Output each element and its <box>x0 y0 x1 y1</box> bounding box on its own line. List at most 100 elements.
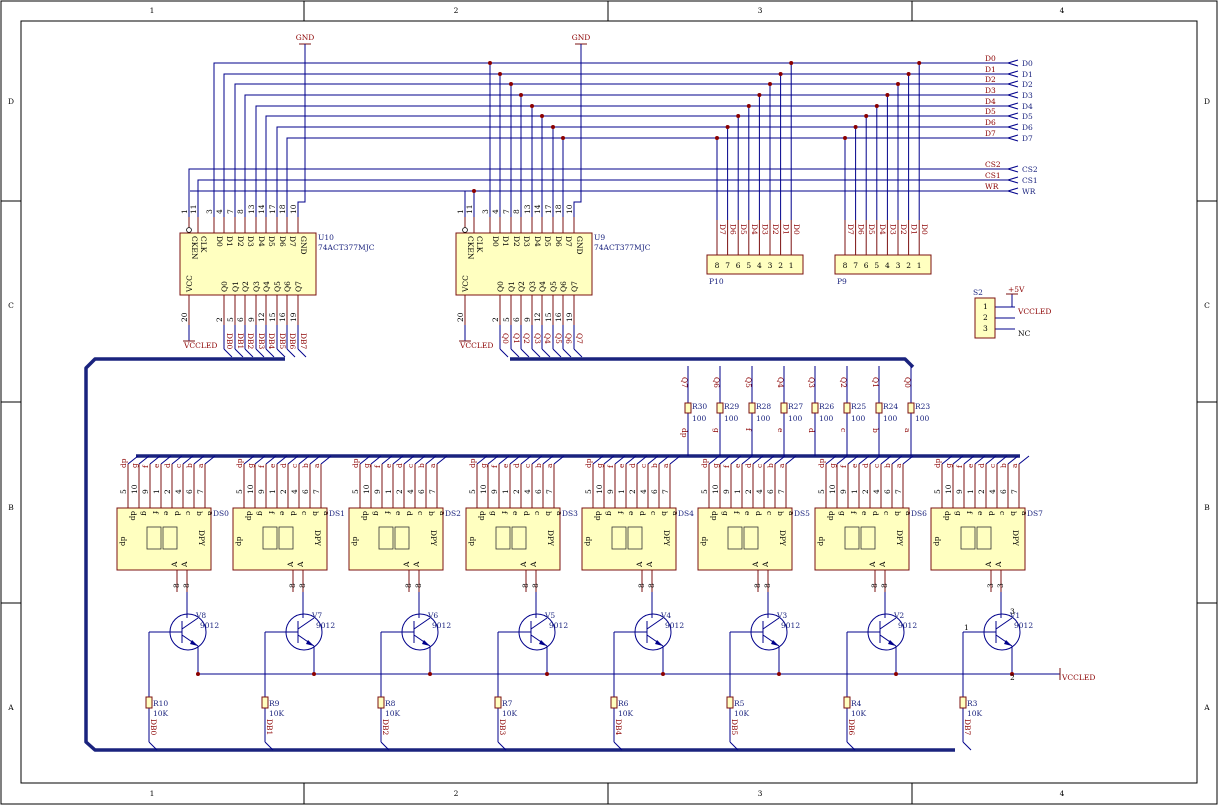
bus-entry <box>562 348 572 358</box>
bus-entry <box>287 455 299 465</box>
junction-dot <box>1010 672 1014 676</box>
pin-number: 1 <box>152 489 161 494</box>
pin-number: 7 <box>428 489 437 494</box>
pin-label: Q6 <box>559 281 568 292</box>
pin-label: D3 <box>246 236 255 247</box>
transistor-ref: V7 <box>311 611 322 620</box>
transistor-collector <box>995 617 1013 630</box>
resistor-net-label: Q7 <box>680 377 689 388</box>
pin-number: 10 <box>130 484 139 494</box>
transistor-collector <box>762 617 780 630</box>
display-net-label: b <box>185 463 194 468</box>
pin-label: Q6 <box>283 281 292 292</box>
base-resistor-ref: R9 <box>269 699 280 708</box>
display-pin-label: c <box>533 511 542 515</box>
pin-number: 1 <box>180 209 189 214</box>
display-ref: DS5 <box>794 509 810 518</box>
junction-dot <box>789 61 794 65</box>
pin-number: 5 <box>817 489 826 494</box>
display-pin-label: f <box>151 511 160 515</box>
display-net-label: dp <box>584 458 593 468</box>
pin-label: Q0 <box>220 281 229 292</box>
pin-number: 2 <box>628 489 637 494</box>
resistor-R10 <box>145 696 153 709</box>
display-net-label: f <box>955 464 964 468</box>
header-pin-number: 3 <box>896 261 901 270</box>
display-net-label: c <box>523 464 532 468</box>
bus-entry <box>719 455 731 465</box>
bus-entry <box>531 455 543 465</box>
bus-entry <box>592 455 604 465</box>
display-net-label: dp <box>235 458 244 468</box>
transistor-ref: V3 <box>776 611 787 620</box>
output-net-label: DB6 <box>288 333 297 350</box>
display-common-pin: 8 <box>298 583 307 588</box>
bus-net-label: D3 <box>985 86 996 95</box>
pin-label: Q4 <box>538 281 547 292</box>
header-net-label: D2 <box>899 224 908 235</box>
display-pin-label: d <box>871 511 880 516</box>
pin-number: 17 <box>268 204 277 214</box>
display-pin-label: b <box>893 511 902 516</box>
display-net-label: a <box>196 463 205 468</box>
pin-number: 10 <box>828 484 837 494</box>
pin-number: 6 <box>999 489 1008 494</box>
pin-number: 9 <box>955 489 964 494</box>
bus-entry <box>149 455 161 465</box>
bus-entry <box>436 455 448 465</box>
display-net-label: e <box>850 463 859 468</box>
display-common-label: A <box>529 561 538 568</box>
zone-row-label-right: C <box>1204 301 1210 310</box>
display-net-label: c <box>639 464 648 468</box>
display-common-label: A <box>402 561 411 568</box>
display-common-label: A <box>984 561 993 568</box>
pin-number: 4 <box>215 209 224 214</box>
bus-entry <box>499 348 509 358</box>
pin-number: 2 <box>512 489 521 494</box>
data-wire <box>520 94 1008 217</box>
base-resistor-value: 10K <box>967 709 983 718</box>
resistor-ref: R25 <box>851 402 866 411</box>
display-common-pin: 3 <box>986 583 995 588</box>
pin-number: 3 <box>205 209 214 214</box>
display-pin-label: d <box>289 511 298 516</box>
bus-entry <box>309 455 321 465</box>
port-name: WR <box>1022 187 1036 196</box>
pin-number: 4 <box>639 489 648 494</box>
display-net-label: b <box>301 463 310 468</box>
pin-number: 2 <box>163 489 172 494</box>
port-name: CS2 <box>1022 165 1038 174</box>
pin-number: 10 <box>565 204 574 214</box>
display-net-label: c <box>406 464 415 468</box>
resistor-value: 100 <box>915 414 930 423</box>
display-pin-label: c <box>882 511 891 515</box>
resistor-ref: R28 <box>756 402 771 411</box>
output-net-label: Q6 <box>564 333 573 344</box>
bus-net-label: D4 <box>985 97 996 106</box>
resistor-net-label: Q2 <box>839 377 848 388</box>
display-net-label: dp <box>933 458 942 468</box>
bus-net-label: D1 <box>985 65 996 74</box>
junction-dot <box>874 104 879 108</box>
bus-entry <box>403 455 415 465</box>
output-net-label: Q3 <box>533 333 542 344</box>
base-resistor-net: DB6 <box>847 719 856 736</box>
resistor-ref: R30 <box>692 402 707 411</box>
pin-number: 1 <box>384 489 393 494</box>
base-resistor-net: DB7 <box>963 719 972 736</box>
data-wire <box>562 137 1008 217</box>
seven-seg-glyph <box>844 526 860 550</box>
bus-entry <box>476 455 488 465</box>
pin-label: D1 <box>501 236 510 247</box>
transistor-arrow <box>422 640 430 646</box>
pin-number: 7 <box>777 489 786 494</box>
pin-number: 18 <box>278 204 287 214</box>
data-wire <box>255 105 1008 217</box>
bus-entry <box>603 455 615 465</box>
output-net-label: Q2 <box>522 333 531 344</box>
display-pin-label: a <box>322 511 331 516</box>
header-net-label: D6 <box>857 224 866 235</box>
header-net-label: D3 <box>760 224 769 235</box>
base-resistor-value: 10K <box>618 709 634 718</box>
resistor-R3 <box>959 696 967 709</box>
